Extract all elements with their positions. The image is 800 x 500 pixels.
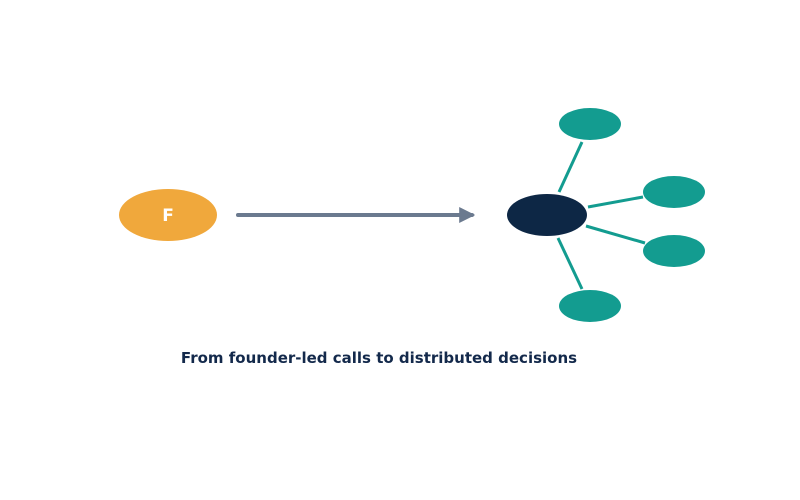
connector-line xyxy=(585,224,646,245)
connector-line xyxy=(557,141,584,193)
team-node xyxy=(559,108,621,140)
team-node xyxy=(559,290,621,322)
founder-node-label: F xyxy=(162,206,174,226)
hub-node xyxy=(507,194,587,236)
team-node xyxy=(643,235,705,267)
connector-line xyxy=(587,195,644,209)
team-node xyxy=(643,176,705,208)
diagram-caption: From founder-led calls to distributed de… xyxy=(180,349,578,367)
connector-line xyxy=(556,237,584,290)
founder-node xyxy=(119,189,217,241)
